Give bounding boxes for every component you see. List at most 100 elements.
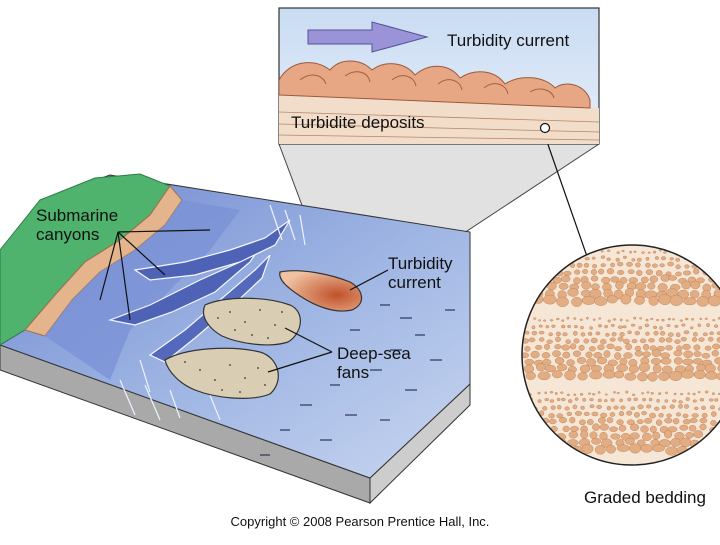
sediment-grain (573, 331, 577, 335)
sediment-grain (693, 430, 702, 437)
sediment-grain (673, 318, 675, 320)
sediment-grain (638, 405, 644, 409)
sediment-grain (632, 339, 637, 343)
sediment-grain (582, 444, 593, 454)
sediment-grain (615, 347, 622, 351)
sediment-grain (694, 471, 697, 473)
sediment-grain (573, 250, 576, 252)
sediment-grain (542, 426, 549, 433)
sediment-grain (683, 271, 691, 275)
sediment-grain (712, 393, 714, 395)
sediment-grain (611, 398, 615, 401)
sediment-grain (577, 357, 586, 363)
label-turbidity-current: Turbidity current (388, 254, 453, 292)
sediment-grain (704, 264, 709, 267)
sediment-grain (662, 319, 665, 321)
sediment-grain (563, 426, 570, 432)
sample-point (541, 124, 550, 133)
sediment-grain (521, 432, 531, 439)
sediment-grain (545, 439, 556, 446)
sediment-grain (592, 264, 596, 268)
sediment-grain (607, 250, 610, 252)
sediment-grain (666, 345, 673, 350)
sediment-grain (544, 344, 550, 350)
sediment-grain (552, 370, 562, 378)
sediment-grain (525, 474, 533, 480)
sediment-grain (679, 401, 683, 404)
sediment-grain (516, 399, 520, 402)
sediment-grain (559, 283, 568, 289)
sediment-grain (537, 445, 549, 454)
sediment-grain (533, 275, 541, 281)
sediment-grain (570, 426, 578, 431)
sediment-grain (560, 469, 563, 471)
label-submarine-canyons: Submarine canyons (36, 206, 118, 244)
sediment-grain (592, 469, 594, 471)
sediment-grain (648, 252, 650, 254)
sediment-grain (598, 269, 604, 274)
sediment-grain (623, 339, 629, 344)
sediment-grain (646, 319, 649, 321)
sediment-grain (700, 318, 702, 320)
sediment-grain (619, 425, 626, 431)
sediment-grain (707, 323, 710, 326)
sediment-grain (515, 276, 523, 283)
sediment-grain (623, 256, 627, 259)
sediment-grain (669, 473, 677, 481)
sediment-grain (559, 417, 567, 423)
sediment-grain (678, 469, 680, 471)
sediment-grain (700, 398, 704, 401)
sediment-grain (535, 250, 538, 252)
sediment-grain (565, 471, 568, 473)
sediment-grain (519, 319, 522, 321)
sediment-grain (556, 332, 561, 336)
sediment-grain (692, 414, 699, 418)
sediment-grain (687, 471, 690, 473)
sediment-grain (524, 365, 534, 373)
sediment-grain (710, 332, 714, 335)
sediment-grain (621, 294, 631, 304)
sediment-grain (642, 398, 645, 401)
sediment-grain (618, 471, 621, 473)
sediment-grain (663, 469, 666, 471)
sediment-grain (573, 278, 580, 285)
sediment-grain (557, 405, 561, 409)
sediment-grain (581, 333, 585, 337)
sediment-grain (567, 360, 575, 366)
sediment-grain (694, 407, 698, 410)
sediment-grain (600, 413, 606, 418)
sediment-grain (610, 412, 615, 416)
sediment-grain (676, 272, 682, 276)
sediment-grain (714, 445, 720, 453)
sediment-grain (518, 471, 520, 473)
sediment-grain (631, 324, 635, 326)
sediment-grain (525, 359, 534, 365)
sediment-grain (597, 345, 604, 350)
sediment-grain (596, 332, 600, 335)
sediment-grain (641, 392, 643, 394)
sediment-grain (605, 470, 607, 472)
sediment-grain (664, 430, 672, 438)
sediment-grain (702, 353, 710, 358)
sediment-grain (660, 264, 665, 267)
sediment-grain (672, 400, 676, 403)
sediment-grain (650, 426, 656, 433)
sediment-grain (567, 317, 569, 319)
sediment-grain (690, 290, 699, 298)
sediment-grain (568, 288, 579, 296)
sediment-grain (614, 406, 619, 410)
sediment-grain (537, 264, 543, 267)
sediment-grain (617, 445, 630, 452)
sediment-grain (590, 405, 594, 408)
sediment-grain (684, 331, 689, 334)
sediment-grain (580, 365, 590, 373)
sediment-grain (517, 249, 519, 251)
sediment-grain (712, 250, 715, 252)
graded-bedding-circle (509, 245, 720, 484)
sediment-grain (648, 283, 656, 289)
sediment-grain (634, 317, 636, 319)
sediment-grain (636, 270, 642, 276)
sediment-grain (698, 324, 701, 327)
sediment-grain (634, 398, 638, 401)
sediment-grain (618, 337, 623, 341)
